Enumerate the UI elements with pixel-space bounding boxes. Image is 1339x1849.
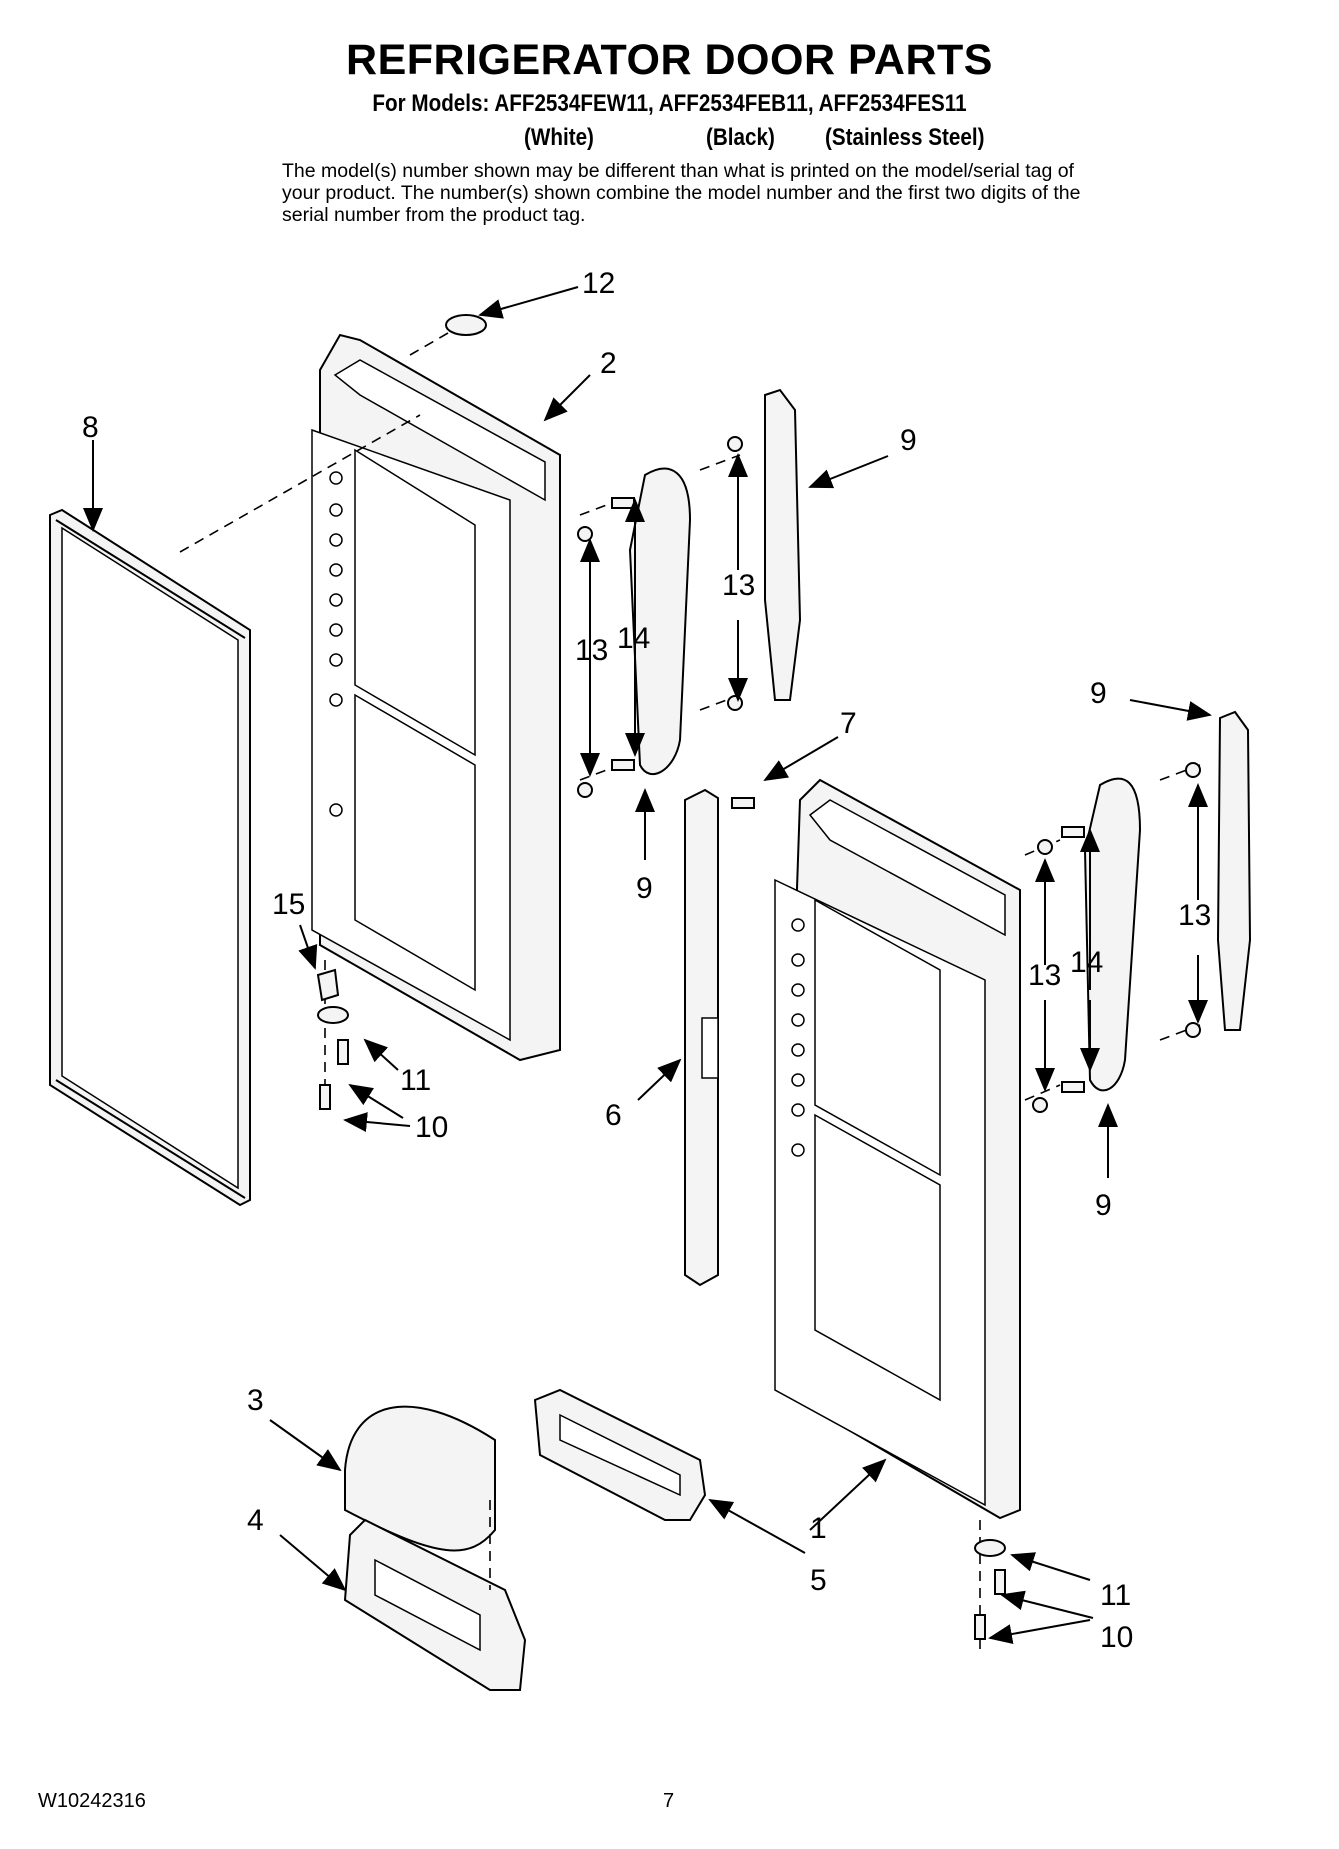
left-door-handle-part [628,388,802,776]
dispenser-cover-part [344,1405,496,1552]
callout-2: 2 [600,347,617,380]
callout-15: 15 [272,888,305,921]
callout-8: 8 [82,411,99,444]
callout-9-top-right: 9 [900,424,917,457]
callout-5: 5 [810,1564,827,1597]
callout-9-right-handle: 9 [1095,1189,1112,1222]
model-note: The model(s) number shown may be differe… [282,160,1081,226]
callout-13-left: 13 [575,634,608,667]
callout-leaders [83,286,1212,1644]
variant-stainless: (Stainless Steel) [825,124,985,151]
callout-6: 6 [605,1099,622,1132]
callout-11-left: 11 [400,1064,431,1097]
hardware-screws [316,436,1201,1640]
document-number: W10242316 [38,1790,146,1812]
door-gasket-part [49,508,251,1207]
door-bin-large-part [343,1518,527,1691]
callout-1: 1 [810,1512,827,1545]
callout-13-right: 13 [1178,899,1211,932]
left-door-liner-part [311,333,561,1062]
center-mullion-part [684,788,719,1287]
callout-10-right: 10 [1100,1621,1133,1654]
callout-9-right-cap: 9 [1090,677,1107,710]
callout-3: 3 [247,1384,264,1417]
callout-11-right: 11 [1100,1579,1131,1612]
callout-13-right-handle: 13 [1028,959,1061,992]
callout-10-left: 10 [415,1111,448,1144]
callout-9-left-handle: 9 [636,872,653,905]
models-line: For Models: AFF2534FEW11, AFF2534FEB11, … [372,90,967,117]
callout-13-center: 13 [722,569,755,602]
callout-14-right: 14 [1070,946,1103,979]
top-cap-part [445,314,487,336]
door-bin-small-part [533,1388,707,1521]
callout-14-left: 14 [617,622,650,655]
callout-labels: 12 2 8 9 13 14 13 9 7 9 13 13 14 9 6 15 … [82,267,1211,1654]
variant-white: (White) [524,124,594,151]
callout-7: 7 [840,707,857,740]
right-door-liner-part [774,778,1021,1520]
page-title: REFRIGERATOR DOOR PARTS [346,36,993,84]
right-door-handle-part [1083,710,1252,1092]
callout-12: 12 [582,267,615,300]
callout-4: 4 [247,1504,264,1537]
page-number: 7 [663,1790,675,1812]
variant-black: (Black) [706,124,775,151]
